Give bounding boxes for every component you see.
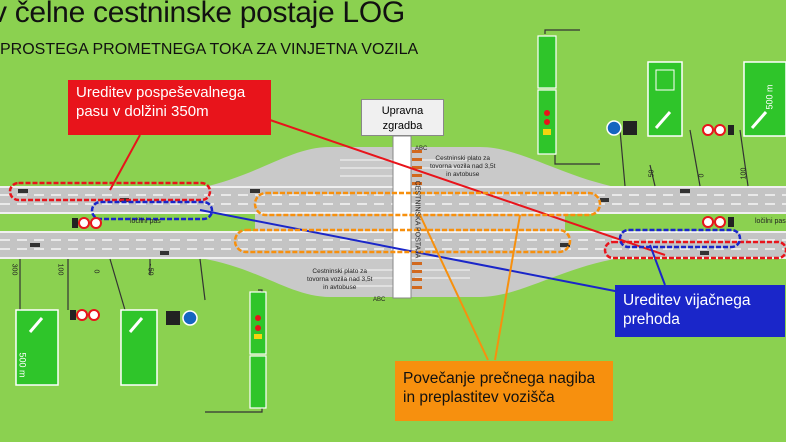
speed-sign-group-top [702, 124, 734, 136]
distance-100-bottom: 100 [56, 263, 64, 276]
speed-sign-group-bottom [70, 309, 100, 321]
red-oval-left [8, 181, 212, 202]
blue-oval-right [618, 228, 742, 249]
toll-column-label: CESTNINSKA POSTAJA [413, 180, 421, 259]
orange-leader-1 [419, 214, 489, 361]
red-oval-right [603, 240, 786, 260]
callout-cross-slope: Povečanje prečnega nagiba in preplastite… [395, 361, 613, 421]
lane-label-right: ločilni pas [755, 218, 786, 225]
sign-bottom-gantry [249, 291, 267, 409]
blue-leader [199, 209, 621, 293]
distance-0-top: 0 [698, 173, 706, 178]
distance-0-bottom: 0 [92, 269, 100, 274]
info-sign-top [606, 120, 637, 136]
admin-building: Upravna zgradba [361, 99, 444, 136]
plato-bottom-label: Cestninski plato za tovorna vozila nad 3… [307, 268, 373, 291]
lane-label-left: ločilni pas [130, 218, 161, 225]
page-title: v čelne cestninske postaje LOG [0, 0, 405, 29]
callout-crossover: Ureditev vijačnega prehoda [615, 285, 785, 337]
orange-oval-bottom [233, 228, 572, 254]
toll-column [392, 135, 412, 299]
distance-300: 300 [10, 263, 18, 276]
plato-top-label: Cestninski plato za tovorna vozila nad 3… [430, 155, 496, 178]
plaza-label-top: ABC [415, 146, 428, 152]
info-sign-bottom [166, 310, 198, 326]
red-leader [269, 119, 666, 256]
speed-sign-road-right [702, 216, 734, 228]
sign-500m-top: 500 m [764, 84, 775, 110]
blue-oval-left [90, 200, 214, 221]
distance-50: 50 [648, 169, 656, 178]
building-line-2: zgradba [382, 120, 423, 132]
sign-bottom-2 [120, 309, 158, 386]
sign-gantry-top-3 [743, 61, 786, 137]
speed-sign-road-left [72, 217, 102, 229]
blue-leader-right [649, 244, 666, 286]
orange-oval-top [253, 191, 602, 217]
callout-acceleration-lane: Ureditev pospeševalnega pasu v dolžini 3… [68, 80, 271, 135]
distance-minus-50: - 50 [146, 263, 154, 276]
building-line-1: Upravna [381, 105, 424, 117]
page-subtitle: PROSTEGA PROMETNEGA TOKA ZA VINJETNA VOZ… [0, 41, 419, 58]
sign-bottom-left [15, 309, 59, 386]
distance-100-top: 100 [740, 167, 748, 180]
red-leader-left [109, 134, 141, 191]
plaza-label-bottom: ABC [373, 297, 386, 303]
orange-leader-2 [494, 214, 521, 361]
sign-500m-bottom: 500 m [17, 352, 28, 378]
sign-gantry-top-1 [537, 35, 557, 155]
sign-gantry-top-2 [647, 61, 683, 137]
